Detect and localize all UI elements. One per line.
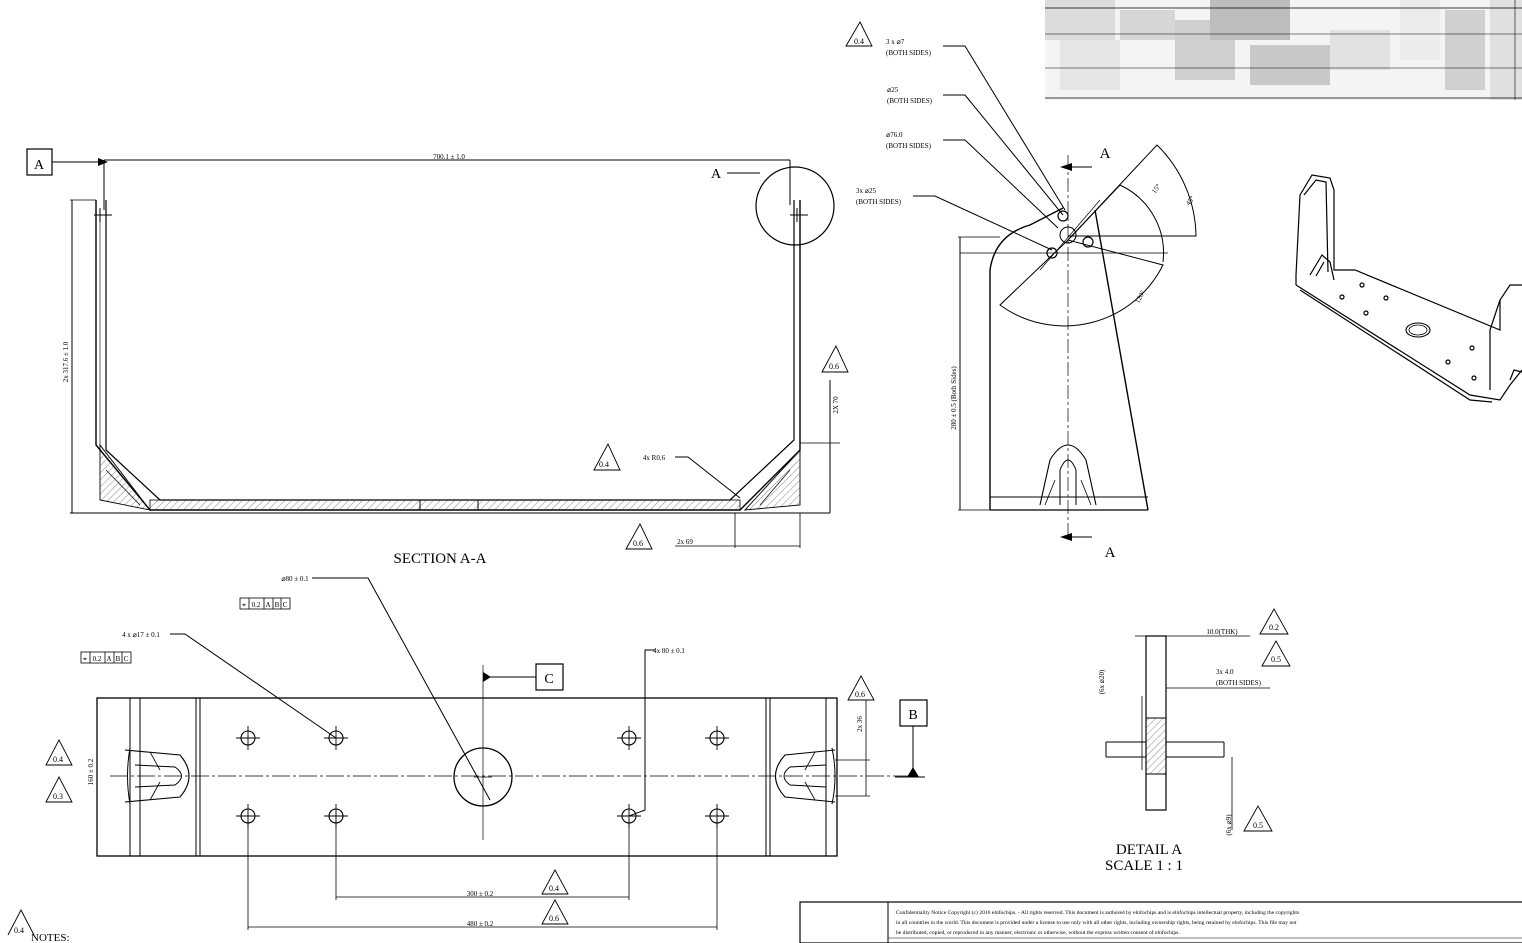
roughness-value: 0.4 [53, 755, 63, 764]
detail-scale: SCALE 1 : 1 [1105, 858, 1183, 874]
plan-height-dimension: 160 ± 0.2 [87, 758, 95, 785]
datum-c-label: C [544, 672, 553, 687]
dim-300: 300 ± 0.2 [467, 890, 494, 898]
holes-b-note: 4x 80 ± 0.1 [653, 647, 685, 655]
angle-label: 15° [1150, 182, 1162, 195]
fcf-symbol: ⌖ [242, 601, 246, 609]
roughness-value: 0.6 [549, 914, 559, 923]
section-view [26, 148, 849, 550]
fcf-datum: A [106, 655, 111, 663]
fcf-tolerance: 0.2 [93, 655, 102, 663]
fcf-datum: A [265, 601, 270, 609]
center-hole-note: ⌀80 ± 0.1 [281, 575, 309, 583]
fcf-datum: C [283, 601, 288, 609]
redacted-region [1045, 0, 1522, 100]
fcf-tolerance: 0.2 [252, 601, 261, 609]
roughness-value: 0.6 [829, 362, 839, 371]
datum-a-label: A [34, 158, 45, 173]
datum-b-label: B [908, 708, 917, 723]
detail-a-circle [755, 166, 835, 246]
roughness-value: 0.2 [1269, 623, 1279, 632]
notes-area [7, 909, 35, 936]
detail-title: DETAIL A [1116, 842, 1182, 858]
roughness-value: 0.5 [1271, 655, 1281, 664]
detail-bottom-dim: (6x ⌀9) [1225, 814, 1233, 836]
fcf-datum: B [275, 601, 280, 609]
hole-note: 3x ⌀25 [856, 187, 876, 195]
roughness-value: 0.6 [855, 690, 865, 699]
roughness-value: 0.4 [549, 884, 559, 893]
plan-view [45, 577, 928, 930]
angle-label: 45° [1184, 194, 1196, 207]
roughness-value: 0.6 [633, 539, 643, 548]
roughness-value: 0.5 [1253, 821, 1263, 830]
side-view [845, 21, 1197, 541]
fillet-note: 4x R0.6 [643, 454, 666, 462]
hole-note: 3 x ⌀7 [886, 38, 905, 46]
hole-note-sub: (BOTH SIDES) [886, 49, 932, 57]
dim-2x36: 2x 36 [856, 716, 864, 732]
dim-2x69: 2x 69 [677, 538, 693, 546]
confidentiality-line: be distributed, copied, or reproduced in… [896, 929, 1180, 936]
dim-2x70: 2X 70 [832, 396, 840, 414]
detail-note: 3x 4.0 [1216, 668, 1234, 676]
confidentiality-line: in all countries in the world. This docu… [896, 919, 1297, 926]
side-height-dimension: 280 ± 0.5 (Both Sides) [950, 366, 958, 430]
width-dimension: 700.1 ± 1.0 [433, 153, 465, 161]
thickness-note: 10.0(THK) [1206, 628, 1238, 636]
hole-note: ⌀76.0 [886, 131, 903, 139]
roughness-value: 0.4 [854, 37, 864, 46]
hole-note-sub: (BOTH SIDES) [856, 198, 902, 206]
roughness-value: 0.3 [53, 792, 63, 801]
height-dimension: 2x 317.6 ± 1.0 [62, 341, 70, 382]
notes-label: NOTES: [31, 932, 70, 943]
confidentiality-line: Confidentiality Notice Copyright (c) 201… [896, 909, 1299, 916]
isometric-view [1295, 174, 1522, 403]
fcf-datum: C [124, 655, 129, 663]
roughness-value: 0.4 [14, 926, 24, 935]
detail-left-dim: (6x ⌀20) [1098, 669, 1106, 694]
cut-label-bottom: A [1105, 545, 1116, 561]
holes-note: 4 x ⌀17 ± 0.1 [122, 631, 160, 639]
detail-a-view [1105, 608, 1291, 832]
cut-label-top: A [1100, 146, 1111, 162]
detail-callout-label: A [711, 167, 722, 182]
dim-480: 480 ± 0.2 [467, 920, 494, 928]
section-title: SECTION A-A [394, 551, 487, 567]
hole-note-sub: (BOTH SIDES) [886, 142, 932, 150]
fcf-datum: B [116, 655, 121, 663]
roughness-value: 0.4 [599, 460, 609, 469]
hole-note: ⌀25 [887, 86, 899, 94]
detail-note-sub: (BOTH SIDES) [1216, 679, 1262, 687]
hole-note-sub: (BOTH SIDES) [887, 97, 933, 105]
fcf-symbol: ⌖ [83, 655, 87, 663]
title-block [799, 901, 1522, 943]
